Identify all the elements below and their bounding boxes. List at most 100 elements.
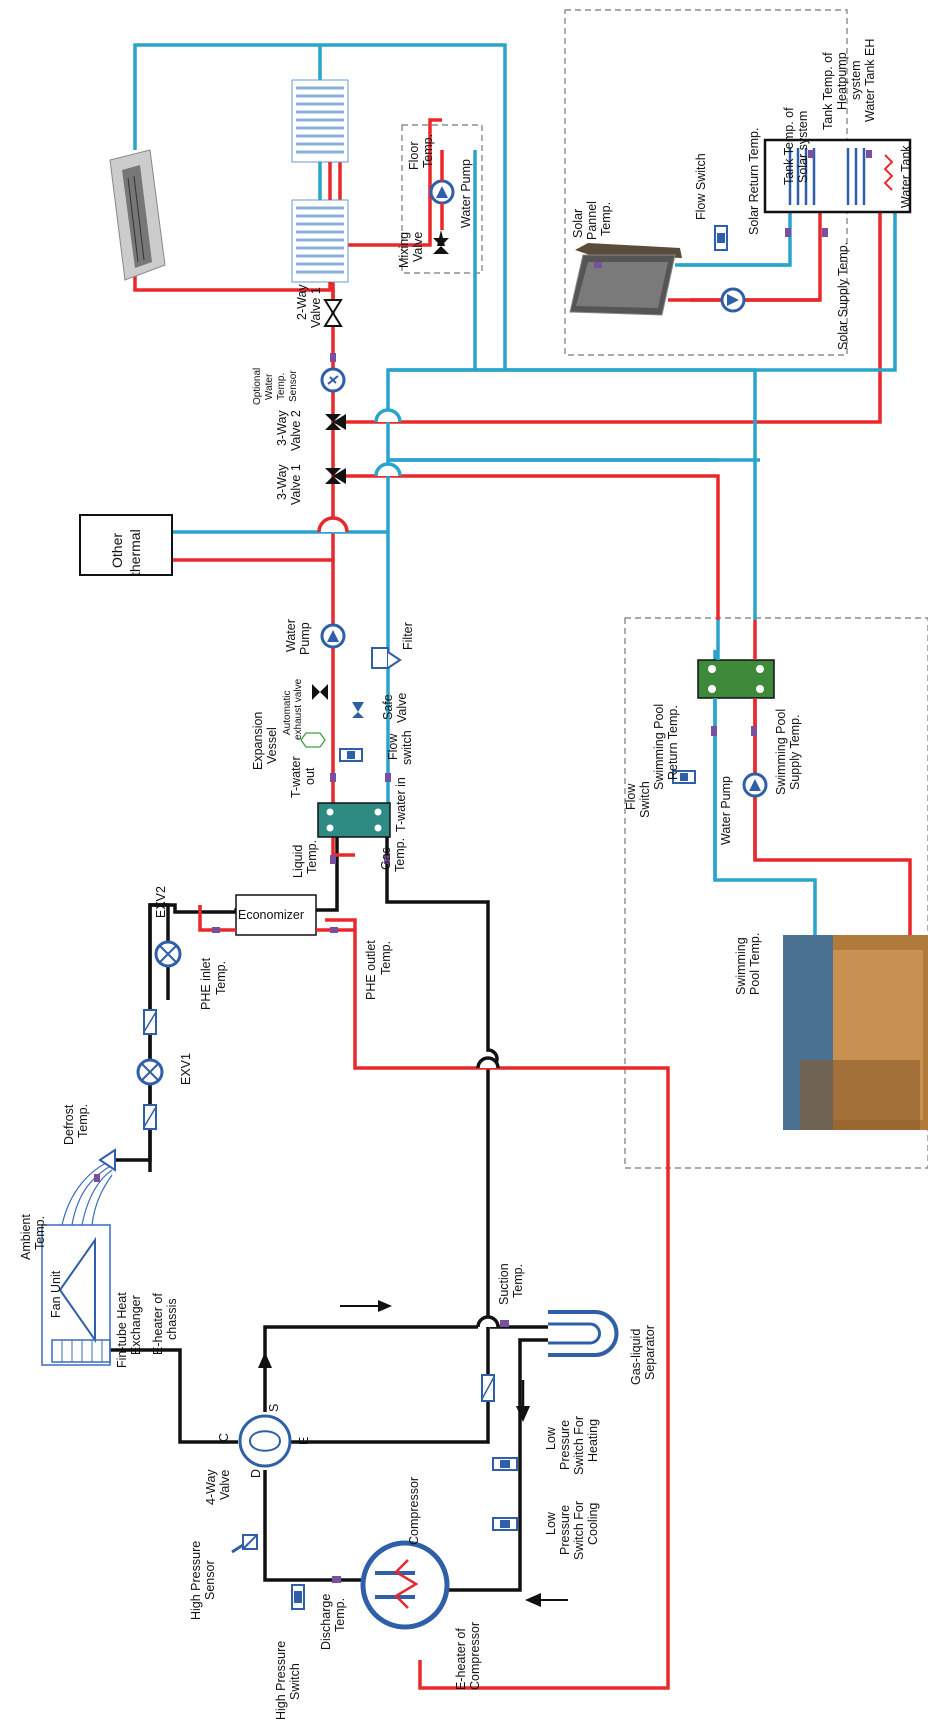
water-pump-floor-label: Water Pump xyxy=(459,159,473,228)
safe-valve-label: Safe xyxy=(381,694,395,720)
pool-sensors xyxy=(711,726,757,736)
exv2-valve-icon xyxy=(154,940,182,968)
expansion-vessel-icon xyxy=(300,732,326,748)
pool-temp-label-2: Pool Temp. xyxy=(748,933,762,995)
phe-inlet-label: PHE inlet xyxy=(199,957,213,1010)
tank-temp-heatpump-label-2: Heatpump xyxy=(835,52,849,110)
swimming-pool-image xyxy=(783,935,928,1130)
high-pressure-switch-icon xyxy=(291,1584,305,1610)
four-way-valve-label: 4-Way xyxy=(204,1469,218,1505)
other-thermal-label-2: thermal xyxy=(127,529,143,576)
defrost-sensor-icon xyxy=(94,1174,100,1182)
automatic-exhaust-valve-icon xyxy=(312,684,328,700)
gas-liquid-separator-label: Gas-liquid xyxy=(629,1329,643,1385)
pipe-crossovers xyxy=(317,408,500,1328)
discharge-temp-label: Discharge xyxy=(319,1594,333,1650)
discharge-temp-label-2: Temp. xyxy=(333,1598,347,1632)
fin-tube-label-3: E-heater of xyxy=(151,1293,165,1355)
low-p-cooling-label-3: Switch For xyxy=(572,1501,586,1560)
four-way-valve-icon xyxy=(238,1414,292,1468)
filter-label: Filter xyxy=(401,622,415,650)
fin-tube-label-4: chassis xyxy=(165,1298,179,1340)
flow-switch-solar-label: Flow Switch xyxy=(694,153,708,220)
pool-return-temp-label-2: Return Temp. xyxy=(666,705,680,780)
port-d-label: D xyxy=(249,1469,263,1478)
two-way-1-label-2: Valve 1 xyxy=(309,287,323,328)
other-thermal-label: Other xyxy=(109,533,125,568)
safe-valve-label-2: Valve xyxy=(395,693,409,723)
pool-supply-temp-label: Swimming Pool xyxy=(774,709,788,795)
flow-switch-solar-icon xyxy=(714,225,728,251)
port-c-label: C xyxy=(217,1433,231,1442)
four-way-valve-label-2: Valve xyxy=(218,1470,232,1500)
three-way-1-label: 3-Way xyxy=(275,464,289,500)
solar-pump-icon xyxy=(720,287,746,313)
solar-panel xyxy=(569,243,682,316)
suction-sensor xyxy=(500,1320,509,1327)
tank-temp-solar-label: Tank Temp. of xyxy=(782,107,796,185)
pool-return-temp-label: Swimming Pool xyxy=(652,704,666,790)
ambient-temp-label-2: Temp. xyxy=(33,1216,47,1250)
liquid-temp-label-2: Temp. xyxy=(305,840,319,874)
other-thermal-box xyxy=(79,514,173,576)
defrost-temp-label: Defrost xyxy=(62,1104,76,1145)
discharge-sensor xyxy=(332,1576,341,1583)
tank-temp-solar-label-2: Solar system xyxy=(796,111,810,183)
solar-sensors xyxy=(785,228,828,237)
water-pump-main-label: Water xyxy=(284,619,298,652)
t-water-in-label: T-water in xyxy=(394,777,408,832)
low-p-cooling-label-4: Cooling xyxy=(586,1503,600,1545)
water-pump-pool-label: Water Pump xyxy=(719,776,733,845)
low-p-cooling-label-2: Pressure xyxy=(558,1505,572,1555)
three-way-1-label-2: Valve 1 xyxy=(289,464,303,505)
mixing-valve-label-2: Valve xyxy=(411,232,425,262)
safe-valve-icon xyxy=(352,702,364,718)
low-p-heating-label-2: Pressure xyxy=(558,1420,572,1470)
compressor-label: Compressor xyxy=(407,1477,421,1545)
high-pressure-sensor-icon xyxy=(231,1534,258,1554)
gas-temp-label: Gas xyxy=(379,847,393,870)
suction-temp-label: Suction xyxy=(497,1263,511,1305)
floor-temp-label: Floor xyxy=(407,142,421,170)
gas-temp-label-2: Temp. xyxy=(393,838,407,872)
phe-sensors xyxy=(212,855,390,933)
solar-supply-temp-label: Solar Supply Temp. xyxy=(836,242,850,350)
flow-switch-pool-label: Flow xyxy=(624,783,638,810)
three-way-valve-1-icon xyxy=(325,468,346,484)
port-e-label: E xyxy=(297,1437,311,1445)
fan-coil-unit xyxy=(109,149,166,281)
water-pump-main-icon xyxy=(320,623,346,649)
filter-icon xyxy=(371,647,402,669)
gas-liquid-separator-label-2: Separator xyxy=(643,1325,657,1380)
three-way-valve-2-icon xyxy=(325,414,346,430)
t-water-sensors xyxy=(330,773,391,782)
radiator-2 xyxy=(291,79,349,163)
liquid-temp-label: Liquid xyxy=(291,845,305,878)
exv1-label: EXV1 xyxy=(179,1053,193,1085)
pool-supply-temp-label-2: Supply Temp. xyxy=(788,714,802,790)
defrost-temp-label-2: Temp. xyxy=(76,1104,90,1138)
exv2-label: EXV2 xyxy=(154,886,168,918)
low-pressure-switch-heating-icon xyxy=(492,1457,518,1471)
fin-tube-label-2: Exchanger xyxy=(129,1295,143,1355)
ambient-temp-label: Ambient xyxy=(19,1214,33,1260)
expansion-vessel-label-2: Vessel xyxy=(265,727,279,764)
flow-switch-pool-label-2: Switch xyxy=(638,781,652,818)
solar-pannel-temp-label-3: Temp. xyxy=(599,202,613,236)
flow-switch-main-label-2: switch xyxy=(400,730,414,765)
compressor-icon xyxy=(360,1540,450,1630)
floor-loop-boundary xyxy=(401,124,483,274)
optional-sensor-label-2: Water xyxy=(264,373,275,400)
optional-sensor-label-4: Sensor xyxy=(288,370,299,402)
optional-sensor-label: Optional xyxy=(252,368,263,405)
flow-switch-pool-icon xyxy=(672,770,696,784)
e-heater-compressor-label: E-heater of xyxy=(454,1628,468,1690)
return-water-lines xyxy=(133,43,897,940)
strainer-icons xyxy=(143,1009,495,1402)
pool-pump-icon xyxy=(742,772,768,798)
tank-temp-heatpump-label-3: system xyxy=(849,60,863,100)
gas-liquid-separator-icon xyxy=(548,1310,619,1357)
high-pressure-sensor-label: High Pressure xyxy=(189,1541,203,1620)
fin-tube-heat-exchanger xyxy=(41,1159,113,1366)
